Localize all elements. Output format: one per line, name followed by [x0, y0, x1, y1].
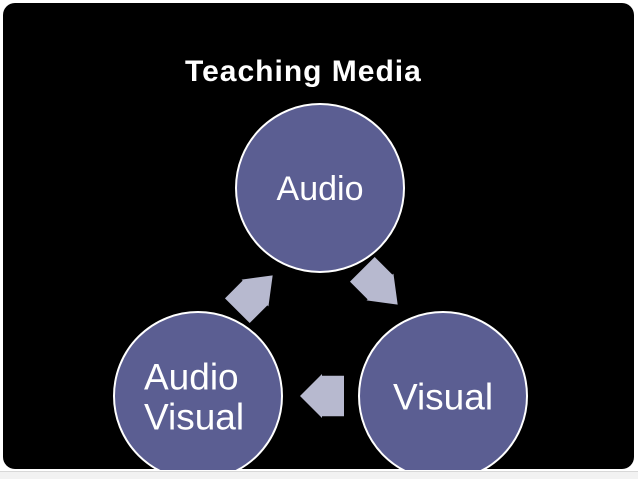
slide-title: Teaching Media	[185, 55, 422, 88]
node-visual-label: Visual	[393, 376, 493, 417]
node-audio: Audio	[235, 103, 405, 273]
arrow-audio-visual-to-audio	[224, 275, 273, 324]
node-visual: Visual	[358, 311, 528, 470]
node-audio-circle	[235, 103, 405, 273]
node-audio-visual-circle	[113, 311, 283, 470]
scroll-strip	[0, 471, 638, 479]
node-audio-visual-label: Audio	[144, 356, 239, 397]
arrow-audio-to-visual	[349, 256, 398, 305]
node-audio-label: Audio	[277, 170, 364, 208]
node-visual-circle	[358, 311, 528, 470]
arrow-visual-to-audio-visual	[300, 374, 344, 418]
node-audio-visual-label: Visual	[144, 396, 244, 437]
